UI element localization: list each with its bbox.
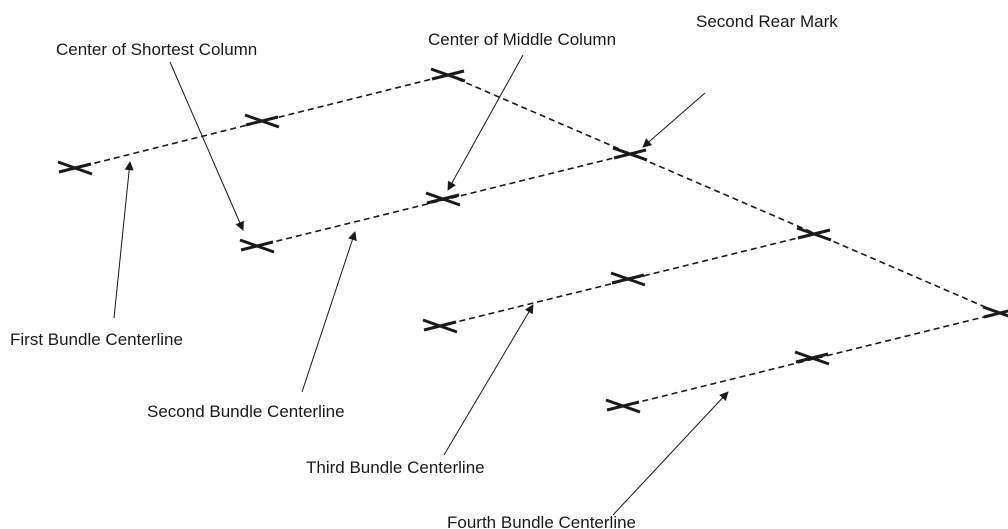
arrow-third-bundle-centerline — [443, 304, 534, 456]
label-third-bundle-centerline: Third Bundle Centerline — [306, 458, 485, 477]
x-mark-fourth-bundle-front — [605, 398, 641, 414]
x-mark-first-bundle-rear — [430, 67, 466, 83]
x-mark-second-bundle-front — [239, 238, 275, 254]
x-mark-second-rear-mark — [612, 146, 648, 162]
label-first-bundle-centerline: First Bundle Centerline — [10, 330, 183, 349]
x-mark-third-bundle-middle — [610, 271, 646, 287]
label-second-rear-mark: Second Rear Mark — [696, 12, 838, 31]
x-mark-third-bundle-front — [422, 318, 458, 334]
labels: Center of Shortest Column Center of Midd… — [10, 12, 838, 529]
arrow-second-bundle-centerline — [301, 231, 357, 393]
label-center-middle-column: Center of Middle Column — [428, 30, 616, 49]
x-mark-fourth-bundle-rear — [982, 305, 1008, 319]
x-mark-first-bundle-front — [57, 160, 93, 176]
x-mark-fourth-bundle-middle — [794, 350, 830, 366]
x-mark-center-middle-column — [425, 191, 461, 207]
x-mark-third-bundle-rear — [796, 226, 832, 242]
arrow-center-middle-column — [447, 54, 524, 191]
leader-arrows — [113, 54, 729, 516]
arrow-second-rear-mark — [642, 92, 706, 148]
x-mark-first-bundle-middle — [244, 113, 280, 129]
rear-marks-line — [447, 74, 1007, 317]
arrow-first-bundle-centerline — [113, 161, 134, 319]
dashed-lines — [74, 74, 1007, 407]
arrow-center-shortest-column — [169, 61, 244, 231]
label-center-shortest-column: Center of Shortest Column — [56, 40, 257, 59]
label-second-bundle-centerline: Second Bundle Centerline — [147, 402, 345, 421]
marks — [57, 67, 1008, 414]
label-fourth-bundle-centerline: Fourth Bundle Centerline — [447, 513, 636, 529]
arrow-fourth-bundle-centerline — [612, 391, 729, 516]
